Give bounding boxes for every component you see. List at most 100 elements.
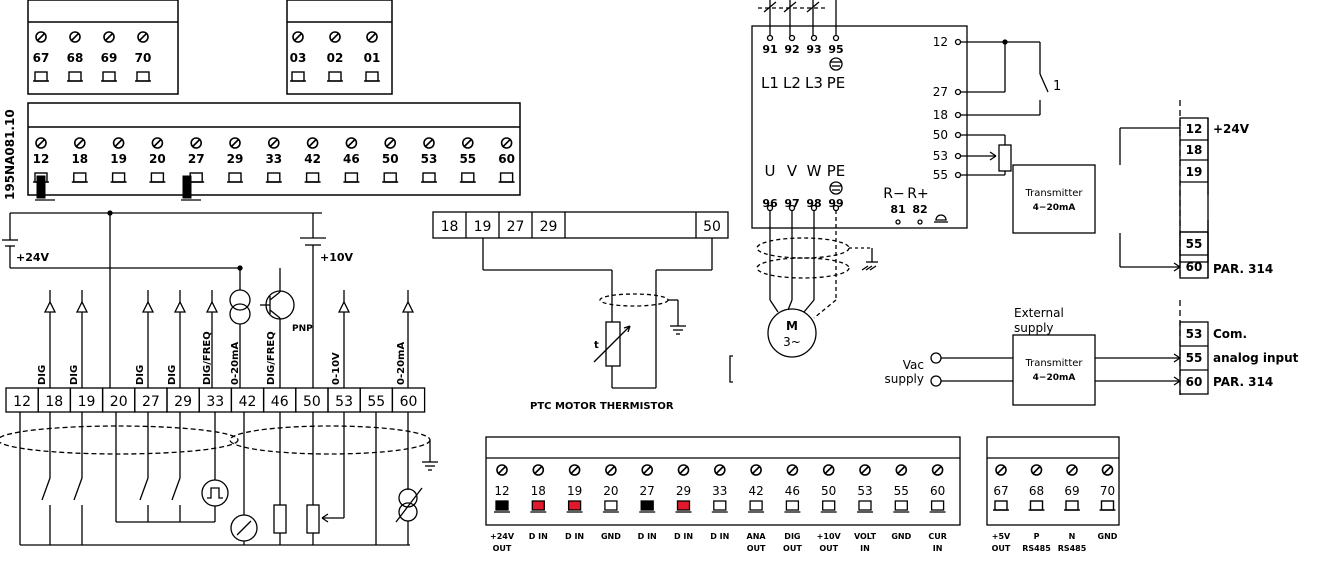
bottom-small-label: N: [1069, 532, 1076, 541]
screw-icon: [1066, 464, 1078, 476]
screw-icon: [366, 31, 378, 43]
screw-icon: [532, 464, 545, 476]
socket-icon: [1063, 500, 1081, 511]
mains-phase-label: L3: [805, 74, 823, 92]
terminal-number: 55: [459, 152, 476, 166]
bottom-terminal-sublabel: OUT: [819, 544, 838, 553]
bottom-terminal-sublabel: IN: [860, 544, 870, 553]
screw-icon: [229, 137, 241, 149]
ptc-terminal-number: 50: [703, 219, 721, 235]
screw-icon: [329, 31, 341, 43]
brake-label: R+: [907, 186, 928, 202]
bottom-terminal-socket: [822, 500, 836, 511]
left-terminal-number: 60: [400, 394, 418, 410]
tx2-terminal-number: 60: [1186, 375, 1203, 389]
motor-terminal-number: 97: [784, 197, 799, 210]
motor-symbol-m: M: [786, 319, 798, 333]
left-terminal-number: 19: [78, 394, 96, 410]
screw-icon: [384, 137, 397, 149]
control-terminal-number: 27: [933, 85, 948, 99]
socket-icon: [992, 500, 1010, 511]
screw-icon: [35, 31, 47, 43]
screw-icon: [69, 31, 81, 43]
mains-terminal-number: 92: [784, 43, 799, 56]
label-digfreq-33: DIG/FREQ: [202, 331, 213, 385]
socket-icon: [32, 71, 50, 82]
mains-phase-label: L1: [761, 74, 779, 92]
socket-icon: [342, 172, 361, 183]
tx2-terminal-number: 53: [1186, 327, 1203, 341]
left-terminal-number: 27: [142, 394, 160, 410]
screw-icon: [500, 137, 513, 149]
terminal-number: 42: [304, 152, 321, 166]
drive-unit: [751, 0, 1049, 358]
screw-icon: [112, 137, 125, 149]
bottom-small-label: GND: [1098, 532, 1118, 541]
label-dig-29: DIG: [167, 365, 178, 385]
screw-icon: [345, 137, 358, 149]
peg-27: [182, 175, 192, 199]
socket-icon: [303, 172, 322, 183]
terminal-number: 70: [135, 51, 152, 65]
ptc-block: [432, 211, 733, 389]
vac-supply-label: Vac: [903, 358, 924, 372]
screw-icon: [931, 464, 944, 476]
left-terminal-number: 18: [45, 394, 63, 410]
bottom-terminal-label: GND: [601, 532, 621, 541]
bottom-terminal-socket: [894, 500, 908, 511]
vac-supply-label: supply: [884, 372, 924, 386]
bottom-terminal-number: 60: [930, 484, 945, 498]
socket-icon: [71, 172, 89, 183]
ptc-t-mark: t: [594, 340, 599, 351]
ptc-terminal-number: 29: [540, 219, 558, 235]
screw-icon: [267, 137, 280, 149]
left-terminal-number: 53: [335, 394, 353, 410]
tx1-terminal-number: 55: [1186, 237, 1203, 251]
transmitter-2-block: [930, 300, 1209, 406]
tx1-note-24v: +24V: [1213, 122, 1250, 136]
bottom-terminal-label: +24V: [490, 532, 515, 541]
bottom-terminal-sublabel: OUT: [783, 544, 802, 553]
tx2-note: PAR. 314: [1213, 375, 1273, 389]
screw-icon: [786, 464, 799, 476]
bottom-terminal-socket: [567, 500, 582, 511]
terminal-number: 02: [327, 51, 344, 65]
bottom-terminal-number: 29: [676, 484, 691, 498]
bottom-terminal-label: D IN: [638, 532, 657, 541]
screw-icon: [641, 464, 654, 476]
screw-icon: [496, 464, 508, 476]
brake-label: R−: [883, 186, 904, 202]
control-terminal-number: 12: [933, 35, 948, 49]
mains-terminal-number: 93: [806, 43, 821, 56]
external-supply-label: External: [1014, 306, 1064, 320]
socket-icon: [66, 71, 84, 82]
label-ma-42: 0-20mA: [230, 342, 241, 385]
bottom-terminal-number: 46: [785, 484, 800, 498]
label-dig-18: DIG: [37, 365, 48, 385]
socket-icon: [100, 71, 118, 82]
mains-terminal-number: 95: [828, 43, 843, 56]
left-terminal-number: 12: [13, 394, 31, 410]
left-terminal-number: 33: [206, 394, 224, 410]
socket-icon: [381, 172, 399, 183]
transmitter-2-labels: ExternalsupplyVacsupplyTransmitter4−20mA…: [884, 306, 1298, 389]
screw-icon: [750, 464, 762, 476]
terminal-number: 20: [149, 152, 166, 166]
terminal-number: 46: [343, 152, 360, 166]
bottom-small-terminal-number: 69: [1064, 484, 1079, 498]
bottom-terminal-socket: [495, 500, 509, 511]
transmitter-1-block: [1012, 100, 1209, 280]
screw-icon: [292, 31, 304, 43]
left-terminal-number: 42: [239, 394, 257, 410]
control-terminal-number: 50: [933, 128, 948, 142]
terminal-number: 60: [498, 152, 515, 166]
screw-icon: [995, 464, 1007, 476]
left-terminal-number: 20: [110, 394, 128, 410]
tx2-note: analog input: [1213, 351, 1299, 365]
left-terminal-number: 50: [303, 394, 321, 410]
screw-icon: [713, 464, 726, 476]
bottom-terminal-label: D IN: [710, 532, 729, 541]
motor-phase-label: U: [765, 162, 776, 180]
